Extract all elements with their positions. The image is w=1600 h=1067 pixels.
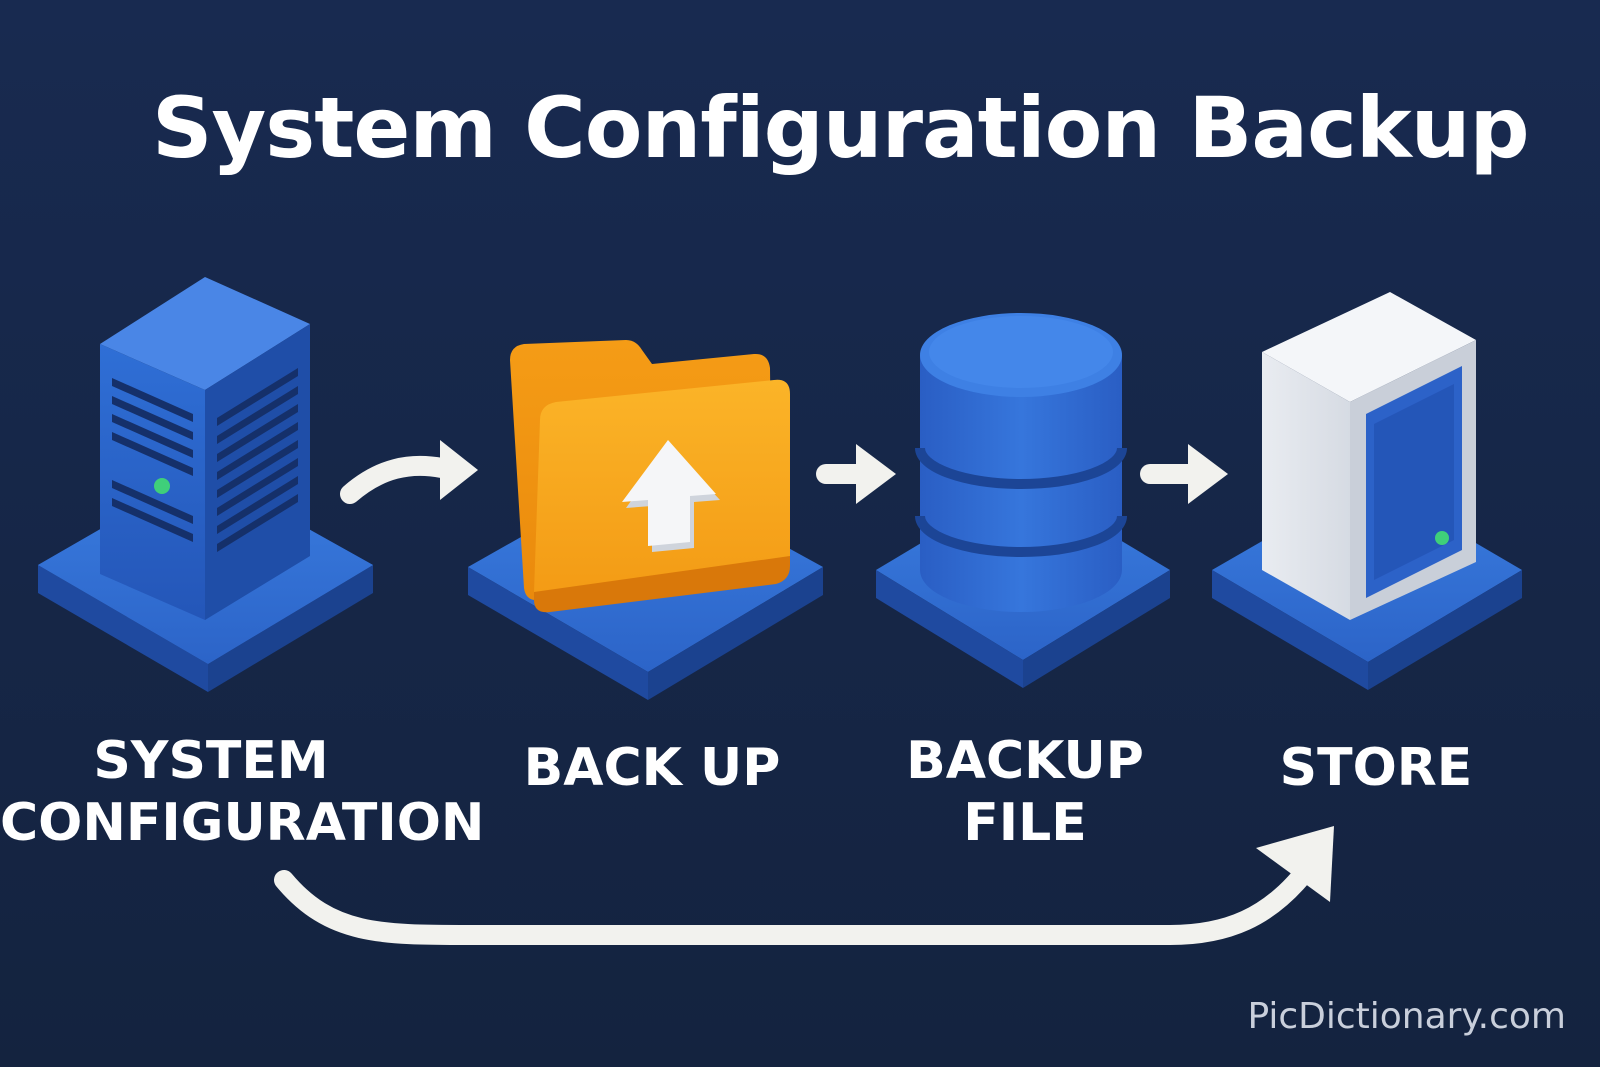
step-2-back-up: [468, 340, 823, 700]
folder-upload-icon: [510, 340, 790, 613]
step-label-store: STORE: [1236, 737, 1516, 799]
arrow-right-icon: [1140, 444, 1228, 504]
status-led-icon: [154, 478, 170, 494]
step-label-line: FILE: [963, 793, 1087, 853]
step-label-line: BACKUP: [906, 731, 1144, 791]
step-label-line: STORE: [1279, 738, 1473, 798]
database-icon: [915, 313, 1127, 612]
arrow-right-icon: [340, 440, 478, 504]
status-led-icon: [1435, 531, 1449, 545]
step-3-backup-file: [876, 313, 1170, 688]
step-label-back-up: BACK UP: [512, 737, 792, 799]
step-1-system-configuration: [38, 277, 373, 692]
page-title: System Configuration Backup: [152, 79, 1530, 177]
server-tower-icon: [100, 277, 310, 620]
step-label-line: CONFIGURATION: [0, 793, 485, 853]
upload-arrow-icon: [622, 440, 720, 552]
curved-return-arrow-icon: [274, 826, 1334, 945]
step-label-line: SYSTEM: [93, 731, 329, 791]
step-label-system-configuration: SYSTEM CONFIGURATION: [0, 730, 485, 854]
step-label-line: BACK UP: [523, 738, 781, 798]
watermark: PicDictionary.com: [1247, 996, 1566, 1037]
step-label-backup-file: BACKUP FILE: [885, 730, 1165, 854]
step-4-store: [1212, 292, 1522, 690]
arrow-right-icon: [816, 444, 896, 504]
storage-device-icon: [1262, 292, 1476, 620]
